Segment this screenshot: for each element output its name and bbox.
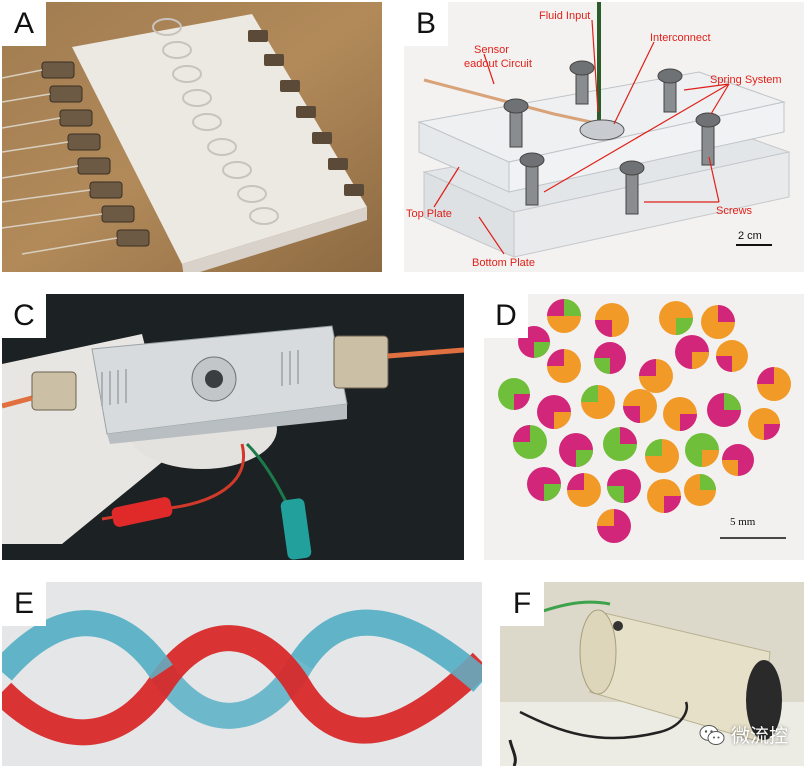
panel-e: E — [2, 582, 482, 766]
watermark: 微流控 — [699, 721, 788, 748]
panel-b-photo — [404, 2, 804, 272]
screws-label: Screws — [716, 205, 753, 217]
watermark-text: 微流控 — [730, 725, 788, 747]
panel-b-scale-label: 2 cm — [738, 230, 762, 242]
panel-c: C — [2, 294, 464, 560]
panel-c-photo — [2, 294, 464, 560]
top-plate-label: Top Plate — [406, 208, 452, 220]
panel-a-photo — [2, 2, 382, 272]
panel-d-scale-label: 5 mm — [730, 516, 756, 528]
panel-d: D 5 mm — [484, 294, 804, 560]
spring-system-label: Spring System — [710, 74, 782, 86]
wechat-icon — [699, 724, 725, 746]
fluid-input-label: Fluid Input — [539, 10, 591, 22]
panel-a: A — [2, 2, 382, 272]
panel-c-label: C — [2, 294, 46, 338]
panel-b: B Fluid Input Sensor eadout Circuit Inte… — [404, 2, 804, 272]
panel-d-label: D — [484, 294, 528, 338]
panel-e-photo — [2, 582, 482, 766]
panel-f-photo — [500, 582, 804, 766]
panel-b-label: B — [404, 2, 448, 46]
readout-circuit-label: eadout Circuit — [464, 58, 532, 70]
panel-f: F — [500, 582, 804, 766]
microsphere-cluster — [498, 299, 791, 543]
bottom-plate-label: Bottom Plate — [472, 257, 535, 269]
sensor-label: Sensor — [474, 44, 509, 56]
panel-e-label: E — [2, 582, 46, 626]
interconnect-label: Interconnect — [650, 32, 711, 44]
panel-f-label: F — [500, 582, 544, 626]
panel-a-label: A — [2, 2, 46, 46]
panel-d-photo — [484, 294, 804, 560]
